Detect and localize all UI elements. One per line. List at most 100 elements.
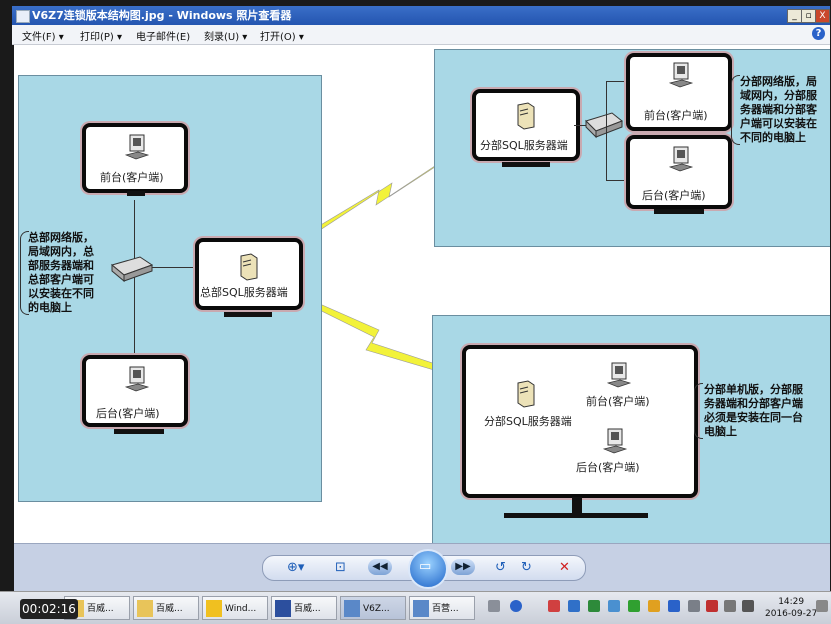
- branch-link-a: [574, 125, 594, 126]
- hq-back-stand: [114, 429, 164, 434]
- branch-front-label: 前台(客户端): [644, 109, 708, 122]
- hq-link-vertical: [134, 200, 135, 380]
- maximize-button[interactable]: ▫: [801, 9, 816, 23]
- branch-server-monitor: 分部SQL服务器端: [472, 89, 580, 161]
- computer-icon: [606, 362, 632, 388]
- taskbar: 百威... 百威... Wind... 百威... V6Z... 百营... 1…: [0, 591, 831, 624]
- tray-icon[interactable]: [648, 600, 660, 612]
- zoom-button[interactable]: ⊕▾: [287, 560, 305, 575]
- taskbar-item[interactable]: 百威...: [271, 596, 337, 620]
- branch-server-label: 分部SQL服务器端: [480, 139, 568, 152]
- photo-viewer-icon: [413, 600, 429, 617]
- network-switch-icon: [585, 112, 623, 139]
- hq-server-monitor: 总部SQL服务器端: [195, 238, 303, 310]
- tray-icon[interactable]: [588, 600, 600, 612]
- tray-icon[interactable]: [724, 600, 736, 612]
- branch-back-monitor: 后台(客户端): [626, 135, 732, 209]
- previous-button[interactable]: ◀◀: [368, 559, 392, 575]
- branch-back-stand: [654, 209, 704, 214]
- hq-server-stand: [224, 312, 272, 317]
- next-button[interactable]: ▶▶: [451, 559, 475, 575]
- server-icon: [517, 380, 535, 408]
- hq-back-label: 后台(客户端): [96, 407, 160, 420]
- video-timer: 00:02:16: [20, 599, 78, 619]
- window-title: V6Z7连锁版本结构图.jpg - Windows 照片查看器: [32, 9, 292, 22]
- taskbar-item-label: 百营...: [432, 604, 459, 614]
- volume-icon[interactable]: [742, 600, 754, 612]
- branch-server-stand: [502, 162, 550, 167]
- taskbar-item-label: 百威...: [294, 604, 321, 614]
- menu-open[interactable]: 打开(O) ▾: [260, 32, 304, 43]
- help-icon[interactable]: [510, 600, 522, 612]
- tray-icon[interactable]: [668, 600, 680, 612]
- server-icon: [517, 102, 535, 130]
- close-button[interactable]: X: [815, 9, 830, 23]
- taskbar-item[interactable]: Wind...: [202, 596, 268, 620]
- single-front-label: 前台(客户端): [586, 395, 650, 408]
- rotate-ccw-button[interactable]: ↺: [495, 560, 506, 575]
- taskbar-item[interactable]: V6Z...: [340, 596, 406, 620]
- hq-note-text: 总部网络版，局域网内，总部服务器端和总部客户端可以安装在不同的电脑上: [28, 231, 94, 314]
- photo-viewer-icon: [344, 600, 360, 617]
- app-icon: [206, 600, 222, 617]
- viewer-controls: ⊕▾ ⊡ ◀◀ ▭ ▶▶ ↺ ↻ ✕: [262, 549, 586, 589]
- actual-size-button[interactable]: ⊡: [335, 560, 346, 575]
- single-monitor: 分部SQL服务器端 前台(客户端) 后台(客户端): [462, 345, 698, 498]
- menu-file[interactable]: 文件(F) ▾: [22, 32, 64, 43]
- computer-icon: [124, 134, 150, 160]
- menu-bar: 文件(F) ▾ 打印(P) ▾ 电子邮件(E) 刻录(U) ▾ 打开(O) ▾ …: [12, 25, 830, 45]
- image-canvas: 前台(客户端) 后台(客户端) 总部网络版，局域网内，总部服务器端和总部客户端可…: [14, 45, 830, 543]
- delete-button[interactable]: ✕: [559, 560, 570, 575]
- taskbar-item-label: V6Z...: [363, 604, 390, 614]
- hq-back-monitor: 后台(客户端): [82, 355, 188, 427]
- minimize-button[interactable]: _: [787, 9, 802, 23]
- taskbar-item[interactable]: 百威...: [133, 596, 199, 620]
- computer-icon: [668, 62, 694, 88]
- branch-back-label: 后台(客户端): [642, 189, 706, 202]
- single-stand-base: [504, 513, 648, 518]
- tray-icon[interactable]: [608, 600, 620, 612]
- taskbar-item-label: 百威...: [156, 604, 183, 614]
- slideshow-icon: ▭: [419, 559, 432, 574]
- taskbar-item[interactable]: 百营...: [409, 596, 475, 620]
- rotate-cw-button[interactable]: ↻: [521, 560, 532, 575]
- branch-front-monitor: 前台(客户端): [626, 53, 732, 131]
- clock-time: 14:29: [778, 597, 805, 607]
- hq-front-label: 前台(客户端): [100, 171, 164, 184]
- server-icon: [240, 253, 258, 281]
- hq-note: 总部网络版，局域网内，总部服务器端和总部客户端可以安装在不同的电脑上: [20, 231, 104, 315]
- single-stand-neck: [572, 497, 582, 515]
- slideshow-button[interactable]: ▭: [408, 549, 448, 589]
- hq-front-monitor: 前台(客户端): [82, 123, 188, 193]
- system-clock[interactable]: 14:29 2016-09-27: [765, 596, 817, 620]
- network-icon[interactable]: [688, 600, 700, 612]
- taskbar-item-label: 百威...: [87, 604, 114, 614]
- shield-icon[interactable]: [628, 600, 640, 612]
- single-note: 分部单机版，分部服务器端和分部客户端必须是安装在同一台电脑上: [694, 383, 804, 439]
- single-back-label: 后台(客户端): [576, 461, 640, 474]
- menu-email[interactable]: 电子邮件(E): [136, 32, 191, 43]
- computer-icon: [668, 146, 694, 172]
- branch-note-text: 分部网络版，局域网内，分部服务器端和分部客户端可以安装在不同的电脑上: [740, 75, 817, 144]
- menu-burn[interactable]: 刻录(U) ▾: [204, 32, 248, 43]
- single-server-label: 分部SQL服务器端: [484, 415, 572, 428]
- help-icon[interactable]: ?: [812, 27, 825, 40]
- app-icon: [275, 600, 291, 617]
- menu-print[interactable]: 打印(P) ▾: [80, 32, 123, 43]
- hq-link-horizontal: [139, 267, 199, 268]
- hq-server-label: 总部SQL服务器端: [200, 286, 288, 299]
- network-switch-icon: [110, 256, 154, 283]
- tray-icon[interactable]: [548, 600, 560, 612]
- tray-icon[interactable]: [706, 600, 718, 612]
- hq-front-stand: [127, 191, 145, 196]
- tray-icon[interactable]: [568, 600, 580, 612]
- taskbar-item-label: Wind...: [225, 604, 257, 614]
- clock-date: 2016-09-27: [765, 609, 818, 619]
- tray-icon[interactable]: [488, 600, 500, 612]
- computer-icon: [124, 366, 150, 392]
- computer-icon: [602, 428, 628, 454]
- branch-link-top: [606, 81, 626, 82]
- branch-link-bottom: [606, 180, 626, 181]
- branch-link-vertical: [606, 81, 607, 181]
- show-desktop-icon[interactable]: [816, 600, 828, 612]
